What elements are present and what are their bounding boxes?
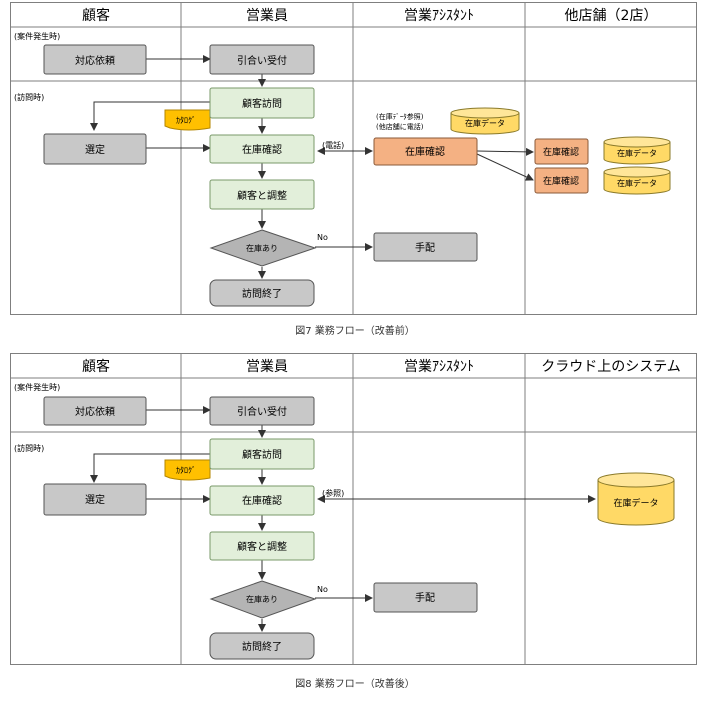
node-select-label: 選定: [85, 143, 105, 156]
figure8-svg: 顧客 営業員 営業ｱｼｽﾀﾝﾄ クラウド上のシステム (案件発生時) (訪問時)…: [10, 353, 697, 665]
node-receive-label: 引合い受付: [237, 54, 287, 67]
figure8-diagram: 顧客 営業員 営業ｱｼｽﾀﾝﾄ クラウド上のシステム (案件発生時) (訪問時)…: [10, 353, 697, 665]
phase-visit: (訪問時): [14, 92, 44, 102]
node-store-check-1: [534, 138, 589, 165]
node-stock-check-label: 在庫確認: [242, 143, 282, 156]
ref-label: (参照): [322, 488, 344, 498]
assistant-database: [450, 107, 520, 135]
catalog-label: ｶﾀﾛｸﾞ: [176, 466, 196, 475]
node-adjust: [209, 531, 315, 561]
node-select: [43, 133, 147, 165]
node-request: [43, 44, 147, 75]
node-stock-check-label: 在庫確認: [242, 494, 282, 507]
no-label: No: [317, 233, 328, 242]
lane-stores: 他店舗（2店）: [565, 8, 658, 24]
phase-case-occurred: (案件発生時): [14, 382, 60, 392]
node-visit: [209, 87, 315, 119]
node-visit-end-label: 訪問終了: [242, 640, 282, 653]
node-visit-end: [209, 279, 315, 307]
decision-in-stock-label: 在庫あり: [246, 243, 278, 253]
cloud-db-label: 在庫データ: [613, 497, 658, 509]
node-stock-check: [209, 134, 315, 164]
node-adjust-label: 顧客と調整: [237, 189, 287, 202]
node-visit-label: 顧客訪問: [242, 448, 282, 461]
node-arrange-label: 手配: [415, 591, 435, 604]
figure7-caption: 図7 業務フロー（改善前）: [295, 326, 415, 337]
figure8-caption: 図8 業務フロー（改善後）: [295, 679, 415, 690]
lane-customer: 顧客: [82, 7, 110, 24]
figure7-svg: 顧客 営業員 営業ｱｼｽﾀﾝﾄ 他店舗（2店） (案件発生時) (訪問時) 対応…: [10, 2, 697, 315]
node-request-label: 対応依頼: [75, 54, 115, 67]
node-adjust-label: 顧客と調整: [237, 540, 287, 553]
node-request: [43, 396, 147, 426]
lane-cloud-system: クラウド上のシステム: [541, 359, 681, 375]
cloud-database: [597, 472, 675, 526]
node-adjust: [209, 179, 315, 210]
node-select-label: 選定: [85, 493, 105, 506]
node-arrange: [373, 582, 478, 613]
no-label: No: [317, 585, 328, 594]
catalog-document: [164, 459, 211, 481]
decision-in-stock-label: 在庫あり: [246, 594, 278, 604]
assistant-note-2: (他店舗に電話): [376, 122, 424, 131]
node-visit-end-label: 訪問終了: [242, 287, 282, 300]
call-label: (電話): [322, 140, 344, 150]
node-receive: [209, 44, 315, 75]
lane-sales: 営業員: [246, 8, 288, 24]
store-database-1: [603, 136, 671, 165]
lane-assistant: 営業ｱｼｽﾀﾝﾄ: [404, 8, 474, 24]
phase-case-occurred: (案件発生時): [14, 31, 60, 41]
decision-in-stock: [209, 229, 317, 267]
figure7-diagram: 顧客 営業員 営業ｱｼｽﾀﾝﾄ 他店舗（2店） (案件発生時) (訪問時) 対応…: [10, 2, 697, 315]
node-visit-end: [209, 632, 315, 660]
assistant-note-1: (在庫ﾃﾞｰﾀ参照): [376, 112, 424, 121]
node-visit: [209, 438, 315, 470]
node-stock-check: [209, 485, 315, 516]
node-store-check-1-label: 在庫確認: [543, 146, 579, 158]
node-assistant-check-label: 在庫確認: [405, 145, 445, 158]
node-receive: [209, 396, 315, 426]
lane-assistant: 営業ｱｼｽﾀﾝﾄ: [404, 359, 474, 375]
phase-visit: (訪問時): [14, 443, 44, 453]
catalog-document: [164, 109, 211, 131]
node-receive-label: 引合い受付: [237, 405, 287, 418]
lane-customer: 顧客: [82, 358, 110, 375]
store-db-2-label: 在庫データ: [617, 178, 657, 188]
node-store-check-2: [534, 167, 589, 194]
node-store-check-2-label: 在庫確認: [543, 175, 579, 187]
decision-in-stock: [209, 580, 317, 619]
node-visit-label: 顧客訪問: [242, 97, 282, 110]
store-db-1-label: 在庫データ: [617, 148, 657, 158]
node-select: [43, 483, 147, 516]
store-database-2: [603, 166, 671, 195]
lane-sales: 営業員: [246, 359, 288, 375]
node-request-label: 対応依頼: [75, 405, 115, 418]
catalog-label: ｶﾀﾛｸﾞ: [176, 116, 196, 125]
assistant-db-label: 在庫データ: [465, 118, 505, 128]
node-assistant-check: [373, 137, 478, 166]
